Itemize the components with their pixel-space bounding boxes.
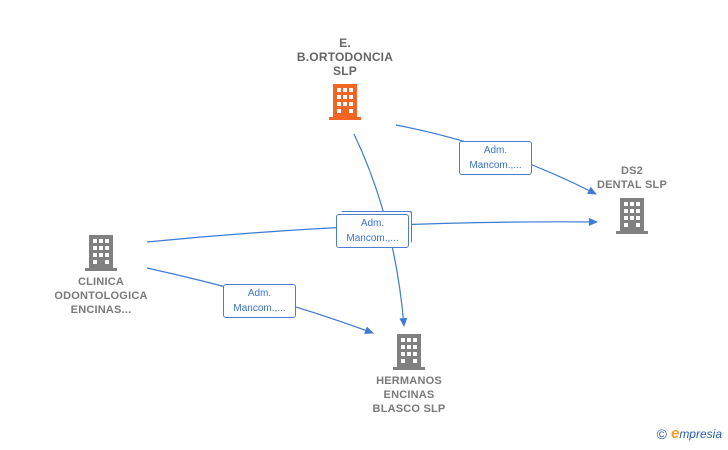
edge-label-role: Adm. xyxy=(483,145,508,156)
node-ds2-line-1: DS2 xyxy=(621,165,643,177)
node-hermanos[interactable]: HERMANOS ENCINAS BLASCO SLP xyxy=(353,334,465,416)
copyright-symbol: © xyxy=(656,425,667,442)
building-icon xyxy=(393,334,425,370)
building-icon xyxy=(616,198,648,234)
edge-label-role: Adm. xyxy=(360,218,385,229)
edge-label-bottom-left[interactable]: Adm. Mancom.,... xyxy=(223,284,296,318)
node-clinica-line-1: CLINICA xyxy=(77,276,124,288)
node-ortodoncia[interactable]: E. B.ORTODONCIA SLP xyxy=(285,36,405,120)
edge-label-role: Adm. xyxy=(247,288,272,299)
building-icon xyxy=(85,235,117,271)
node-clinica-label: CLINICA ODONTOLOGICA ENCINAS... xyxy=(45,275,157,317)
empresia-logo: © empresia xyxy=(657,425,722,442)
node-clinica-line-3: ENCINAS... xyxy=(70,304,132,316)
node-ds2-line-2: DENTAL SLP xyxy=(596,179,668,191)
edge-label-detail: Mancom.,... xyxy=(346,233,399,244)
edge-label-top-right[interactable]: Adm. Mancom.,... xyxy=(459,141,532,175)
brand-rest: mpresia xyxy=(679,427,722,441)
brand-e: e xyxy=(670,425,680,442)
node-hermanos-line-2: ENCINAS xyxy=(383,389,435,401)
node-clinica-line-2: ODONTOLOGICA xyxy=(54,290,148,302)
edge-label-center[interactable]: Adm. Mancom.,... xyxy=(336,214,409,248)
node-ortodoncia-label: E. B.ORTODONCIA SLP xyxy=(285,36,405,78)
node-ortodoncia-line-3: SLP xyxy=(333,64,357,78)
node-hermanos-line-3: BLASCO SLP xyxy=(372,403,446,415)
node-ortodoncia-line-2: B.ORTODONCIA xyxy=(296,50,394,64)
node-clinica[interactable]: CLINICA ODONTOLOGICA ENCINAS... xyxy=(45,235,157,317)
brand-wordmark: empresia xyxy=(671,425,722,442)
building-icon xyxy=(329,84,361,120)
node-ds2[interactable]: DS2 DENTAL SLP xyxy=(582,164,682,234)
node-ds2-label: DS2 DENTAL SLP xyxy=(582,164,682,192)
edge-label-detail: Mancom.,... xyxy=(469,160,522,171)
edge-label-detail: Mancom.,... xyxy=(233,303,286,314)
node-ortodoncia-line-1: E. xyxy=(339,36,351,50)
node-hermanos-label: HERMANOS ENCINAS BLASCO SLP xyxy=(353,374,465,416)
node-hermanos-line-1: HERMANOS xyxy=(376,375,442,387)
